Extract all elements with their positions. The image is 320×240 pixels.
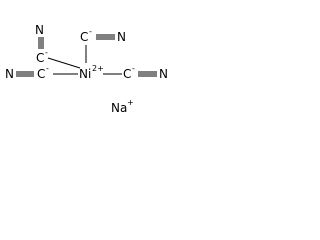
nickel-label: Ni xyxy=(79,67,91,81)
nitrogen-label: N xyxy=(117,30,126,44)
sodium-label: Na xyxy=(111,101,127,115)
carbon-label: C xyxy=(37,67,45,81)
ligand-top-right: C - N xyxy=(80,27,126,63)
carbon-label: C xyxy=(80,30,88,44)
carbon-charge: - xyxy=(89,27,92,36)
carbon-charge: - xyxy=(132,64,135,73)
carbon-label: C xyxy=(123,67,131,81)
carbon-label: C xyxy=(36,51,44,65)
sodium-counterion: Na + xyxy=(111,98,134,115)
sodium-charge: + xyxy=(127,98,134,107)
ligand-right: C - N xyxy=(103,64,168,81)
ligand-top-left: N C - xyxy=(35,23,81,69)
nitrogen-label: N xyxy=(159,67,168,81)
nitrogen-label: N xyxy=(35,23,44,37)
nickel-center: Ni 2+ xyxy=(79,64,104,81)
nickel-cyanide-structure: N C - C - N N C - Ni 2+ C - xyxy=(5,23,168,115)
nickel-charge: 2+ xyxy=(92,64,104,73)
single-bond-line xyxy=(47,57,81,69)
carbon-charge: - xyxy=(46,64,49,73)
ligand-left: N C - xyxy=(5,64,78,81)
carbon-charge: - xyxy=(45,48,48,57)
nitrogen-label: N xyxy=(5,67,14,81)
